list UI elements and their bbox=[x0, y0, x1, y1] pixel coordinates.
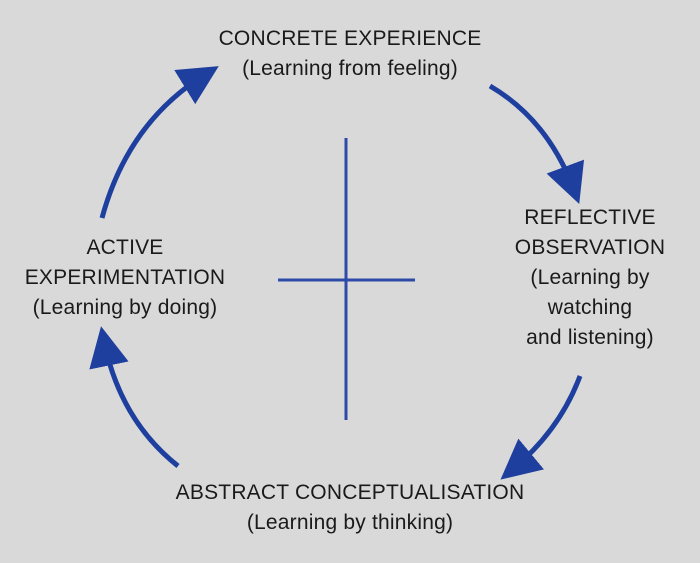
stage-title-line-1: ACTIVE bbox=[86, 236, 164, 259]
arrow-concrete-to-reflective bbox=[488, 83, 585, 205]
stage-subtitle-line-3: and listening) bbox=[526, 326, 654, 349]
stage-reflective-observation: REFLECTIVE OBSERVATION (Learning by watc… bbox=[500, 203, 680, 353]
stage-title-line-2: OBSERVATION bbox=[514, 236, 666, 259]
stage-subtitle: (Learning by doing) bbox=[32, 296, 218, 319]
stage-subtitle: (Learning by thinking) bbox=[246, 511, 454, 534]
stage-subtitle-line-1: (Learning by bbox=[530, 266, 650, 289]
stage-title-line-2: EXPERIMENTATION bbox=[24, 266, 226, 289]
stage-title: ABSTRACT CONCEPTUALISATION bbox=[175, 481, 525, 504]
stage-subtitle: (Learning from feeling) bbox=[242, 57, 458, 80]
arrow-active-to-concrete bbox=[99, 66, 219, 219]
stage-active-experimentation: ACTIVE EXPERIMENTATION (Learning by doin… bbox=[10, 233, 240, 323]
stage-abstract-conceptualisation: ABSTRACT CONCEPTUALISATION (Learning by … bbox=[130, 478, 570, 538]
stage-title: CONCRETE EXPERIENCE bbox=[218, 27, 482, 50]
stage-title-line-1: REFLECTIVE bbox=[524, 206, 656, 229]
arrow-reflective-to-abstract bbox=[500, 375, 583, 480]
stage-subtitle-line-2: watching bbox=[547, 296, 633, 319]
arrow-abstract-to-active bbox=[89, 326, 180, 468]
stage-concrete-experience: CONCRETE EXPERIENCE (Learning from feeli… bbox=[180, 24, 520, 84]
